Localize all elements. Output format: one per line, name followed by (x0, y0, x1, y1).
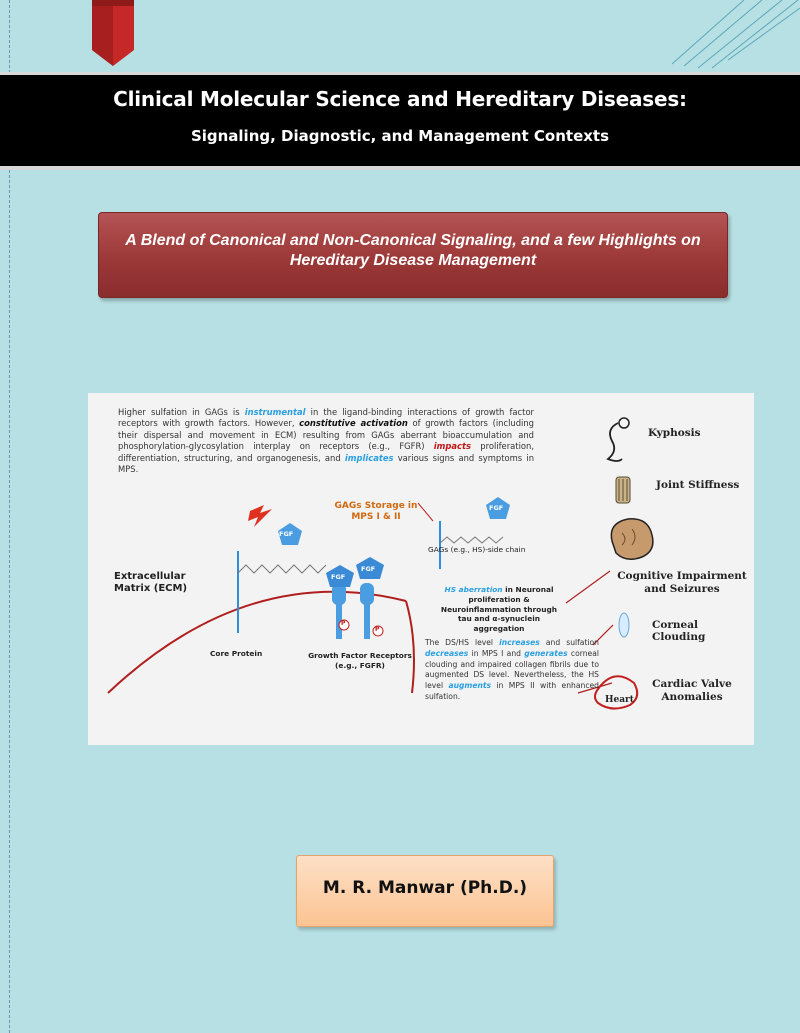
intro-keyword-impacts: impacts (433, 441, 471, 452)
fgf-label-1: FGF (279, 530, 294, 538)
intro-text-1: Higher sulfation in GAGs is (118, 407, 245, 417)
ds-hs-text-5: in MPS II with enhanced sulfation. (425, 681, 599, 701)
ds-hs-text-2: and sulfation (539, 638, 599, 647)
ds-hs-text-4: corneal clouding and impaired collagen f… (425, 648, 599, 691)
book-title: Clinical Molecular Science and Hereditar… (113, 87, 687, 111)
tagline-box: A Blend of Canonical and Non-Canonical S… (98, 212, 728, 298)
core-protein-label: Core Protein (210, 649, 263, 658)
intro-text-5: various signs and symptoms in MPS. (118, 452, 534, 475)
hs-aberration-text: HS aberration in Neuronal proliferation … (434, 585, 564, 634)
author-name: M. R. Manwar (Ph.D.) (322, 878, 528, 898)
ds-hs-keyword-generates: generates (524, 648, 568, 658)
intro-keyword-instrumental: instrumental (244, 407, 306, 417)
gags-storage-label: GAGs Storage in MPS I & II (334, 501, 418, 522)
bookmark-ribbon-icon (92, 0, 134, 66)
cover-figure: Higher sulfation in GAGs is instrumental… (88, 393, 754, 745)
ds-hs-keyword-augments: augments (448, 681, 492, 691)
decorative-diagonal-lines (671, 0, 800, 69)
fgf-chain-shape (486, 497, 510, 519)
tagline-text: A Blend of Canonical and Non-Canonical S… (125, 232, 701, 269)
intro-text-4: proliferation, differentiation, structur… (118, 441, 534, 463)
intro-text-3: of growth factors (including their dispe… (118, 418, 534, 452)
ds-hs-keyword-increases: increases (499, 638, 540, 647)
hs-aberration-keyword: HS aberration (444, 585, 503, 594)
fgf-label-3: FGF (331, 573, 346, 581)
lightning-icon (248, 505, 272, 527)
p-marker-2: P (375, 626, 380, 633)
fgf-label-4: FGF (361, 565, 376, 573)
ds-hs-paragraph: The DS/HS level increases and sulfation … (425, 638, 599, 703)
symptom-cognitive: Cognitive Impairment and Seizures (617, 570, 747, 595)
author-box: M. R. Manwar (Ph.D.) (296, 855, 554, 927)
heart-icon (594, 675, 639, 710)
ds-hs-text-3: in MPS I and (468, 648, 525, 658)
hs-aberration-rest: in Neuronal proliferation & Neuroinflamm… (440, 585, 558, 634)
receptors-label: Growth Factor Receptors (e.g., FGFR) (308, 651, 412, 670)
title-band: Clinical Molecular Science and Hereditar… (0, 72, 800, 170)
heart-label: Heart (605, 695, 634, 705)
spine-icon (606, 417, 630, 462)
symptom-kyphosis: Kyphosis (648, 427, 701, 439)
symptom-corneal: Corneal Clouding (652, 619, 706, 643)
p-marker-1: P (341, 620, 346, 627)
symptom-cardiac: Cardiac Valve Anomalies (652, 678, 732, 703)
intro-paragraph: Higher sulfation in GAGs is instrumental… (118, 407, 534, 475)
ds-hs-text-1: The DS/HS level (425, 638, 500, 647)
intro-keyword-constitutive: constitutive activation (299, 418, 408, 429)
eye-icon (618, 612, 630, 638)
joint-icon (615, 476, 631, 504)
book-subtitle: Signaling, Diagnostic, and Management Co… (190, 127, 610, 145)
fgf-label-2: FGF (489, 504, 504, 512)
intro-keyword-implicates: implicates (344, 452, 394, 463)
intro-text-2: in the ligand-binding interactions of gr… (118, 407, 535, 429)
ds-hs-keyword-decreases: decreases (425, 648, 469, 658)
ecm-label: Extracellular Matrix (ECM) (114, 571, 188, 594)
fgf-floating-shape (278, 523, 302, 545)
symptom-joint-stiffness: Joint Stiffness (656, 479, 740, 491)
figure-diagram (107, 417, 654, 710)
gags-chain-label: GAGs (e.g., HS)-side chain (428, 545, 526, 554)
left-margin-dashed-line (9, 0, 10, 1033)
brain-icon (610, 518, 654, 560)
